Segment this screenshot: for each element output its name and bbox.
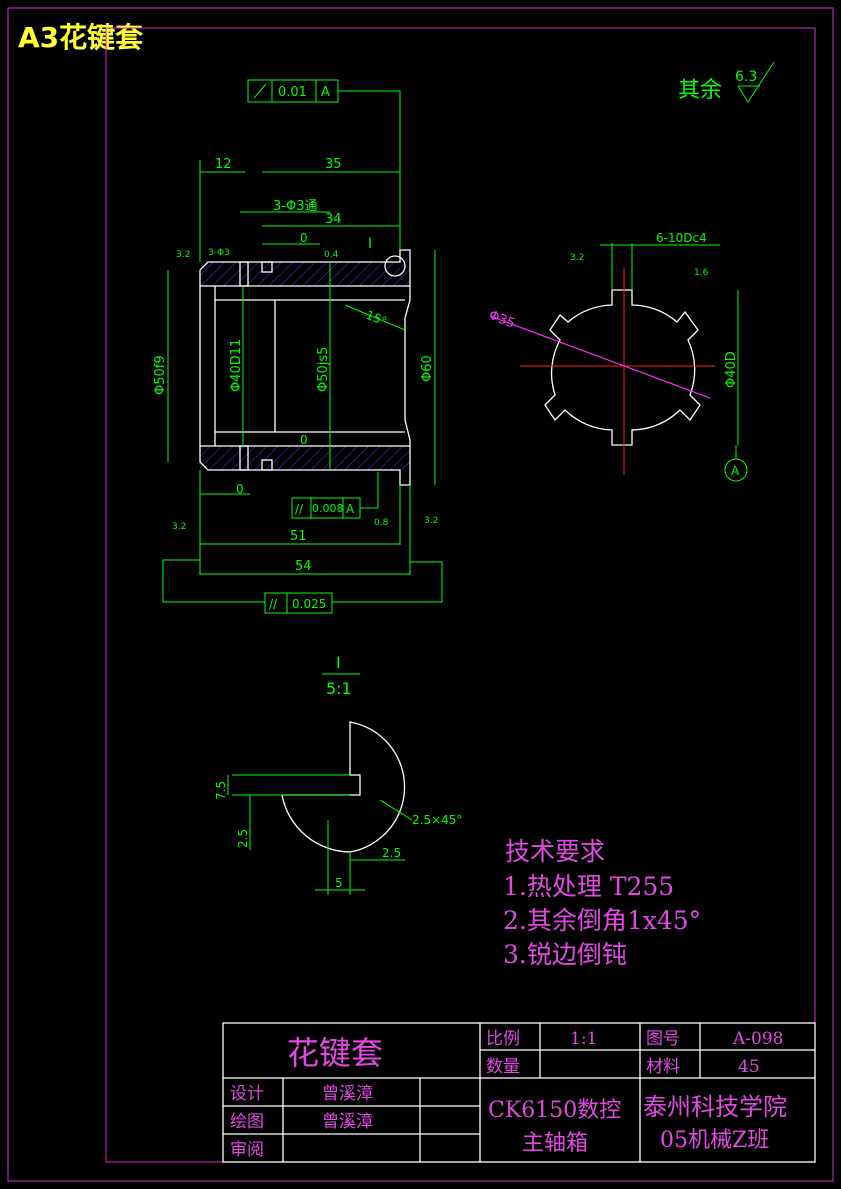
tb-material-label: 材料 [646,1057,680,1077]
phi35-leader [489,315,711,399]
tb-scale-value: 1:1 [570,1029,597,1049]
tech-title: 技术要求 [505,837,605,866]
tech-item-1: 1.热处理 T255 [503,872,674,901]
detail-scale: 5:1 [326,679,352,698]
rough-right-08: 0.8 [374,518,389,528]
runout-datum: A [321,85,330,100]
dim-phi60: Φ60 [420,355,435,382]
detail-d25a: 2.5 [236,829,250,848]
inner-border [105,27,816,1163]
detail-view-I: I 5:1 7.5 2.5 2.5 5 2.5×45° [214,653,462,895]
section-label: I [368,236,372,252]
dim-phi40D: Φ40D [724,351,739,388]
tb-drawing-no-label: 图号 [646,1029,680,1049]
parallel-tolerance-1: // 0.008 A [291,472,379,519]
dim-angle: 15° [364,308,389,329]
tech-item-3: 3.锐边倒钝 [503,940,627,969]
tb-qty-label: 数量 [486,1057,520,1077]
tb-project-line1: CK6150数控 [488,1098,621,1123]
rough-side-32: 3.2 [570,253,584,263]
title-block: 花键套 比例 1:1 图号 A-098 数量 材料 45 设计 曾溪漳 绘图 曾… [222,1022,816,1163]
dim-phi50js5: Φ50js5 [316,347,331,392]
dim-phi40d11: Φ40D11 [229,339,244,392]
parallel1-datum: A [346,502,355,516]
detail-d75: 7.5 [214,781,228,800]
tb-draw-label: 绘图 [230,1112,264,1132]
dim-zero-mid: 0 [300,433,308,447]
detail-label: I [336,653,341,672]
main-section-view: I [199,236,411,486]
tb-drawing-no: A-098 [732,1029,783,1049]
detail-chamfer: 2.5×45° [412,813,462,827]
tb-project-line2: 主轴箱 [522,1131,588,1156]
datum-label: A [731,464,740,478]
rough-left-bottom: 3.2 [172,522,186,532]
runout-value: 0.01 [278,85,307,100]
dim-51: 51 [290,529,307,544]
tb-review-label: 审阅 [230,1140,264,1160]
runout-icon [253,83,267,99]
tb-designer: 曾溪漳 [322,1084,373,1104]
side-view: Φ35 Φ40D A 6-10Dc4 3.2 1.6 [487,231,748,482]
parallel1-value: 0.008 [312,502,344,515]
dim-35: 35 [325,157,342,172]
outer-border [7,7,834,1182]
dim-34: 34 [325,212,342,227]
dim-phi50f9: Φ50f9 [153,355,168,395]
runout-tolerance-frame: 0.01 A [247,79,401,250]
detail-d25b: 2.5 [382,846,401,860]
dim-12: 12 [215,157,232,172]
svg-text://: // [295,502,304,516]
dim-54: 54 [295,559,312,574]
dim-spline: 6-10Dc4 [656,231,707,245]
dim-holes-small: 3-Φ3 [208,248,230,258]
tb-part-name: 花键套 [287,1034,383,1072]
tb-material: 45 [738,1057,760,1077]
dim-zero-top: 0 [300,231,308,245]
technical-requirements: 技术要求 1.热处理 T255 2.其余倒角1x45° 3.锐边倒钝 [503,837,701,969]
tb-school-line2: 05机械Z班 [660,1128,769,1153]
page-title: A3花键套 [18,21,144,54]
detail-d5: 5 [335,876,343,890]
dim-phi35: Φ35 [487,308,517,332]
tb-design-label: 设计 [230,1084,264,1104]
detail-circle-I [384,255,406,277]
surface-finish-value: 6.3 [735,69,757,85]
surface-finish-general: 其余 6.3 [678,61,775,103]
tb-scale-label: 比例 [486,1029,520,1049]
surface-finish-label: 其余 [678,78,722,103]
rough-right-32: 3.2 [424,516,438,526]
tb-school-line1: 泰州科技学院 [643,1093,787,1121]
tech-item-2: 2.其余倒角1x45° [503,906,701,935]
parallel-tolerance-2: // 0.025 [162,559,443,614]
dim-zero-bottom: 0 [236,482,244,496]
rough-left-top: 3.2 [176,250,190,260]
rough-top-mid: 0.4 [324,250,339,260]
parallel2-value: 0.025 [292,597,326,611]
svg-text://: // [269,597,278,611]
dim-holes: 3-Φ3通 [273,199,317,214]
tb-drawer: 曾溪漳 [322,1112,373,1132]
rough-side-16: 1.6 [694,268,709,278]
